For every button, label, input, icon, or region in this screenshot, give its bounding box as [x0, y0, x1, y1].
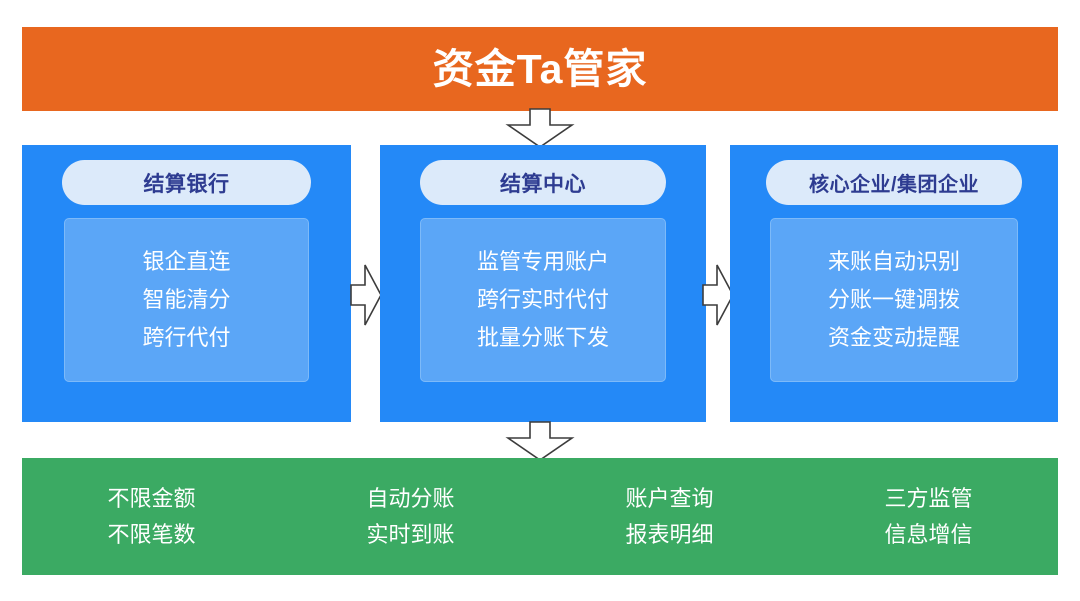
arrow-right-bank-to-center-icon: [350, 262, 382, 328]
column-body-line: 分账一键调拨: [827, 286, 960, 312]
footer-group: 账户查询 报表明细: [540, 485, 799, 547]
column-header-pill: 结算银行: [62, 160, 311, 205]
column-header-pill: 核心企业/集团企业: [766, 160, 1022, 205]
column-body-line: 跨行实时代付: [476, 286, 609, 312]
footer-item: 不限笔数: [107, 521, 196, 547]
column-body-line: 跨行代付: [142, 325, 231, 351]
column-settlement-bank[interactable]: 结算银行 银企直连 智能清分 跨行代付: [22, 145, 351, 422]
footer-group: 自动分账 实时到账: [281, 485, 540, 547]
footer-item: 账户查询: [625, 485, 714, 511]
footer-item: 三方监管: [884, 485, 973, 511]
arrow-right-center-to-enterprise-icon: [702, 262, 734, 328]
column-body-line: 来账自动识别: [827, 248, 960, 274]
arrow-down-banner-to-columns-icon: [503, 108, 577, 148]
footer-item: 报表明细: [625, 521, 714, 547]
footer-group: 不限金额 不限笔数: [22, 485, 281, 547]
column-body-line: 批量分账下发: [476, 325, 609, 351]
footer-item: 实时到账: [366, 521, 455, 547]
column-header-label: 结算银行: [143, 172, 230, 196]
features-footer: 不限金额 不限笔数 自动分账 实时到账 账户查询 报表明细 三方监管 信息增信: [22, 458, 1058, 575]
title-banner: 资金Ta管家: [22, 27, 1058, 111]
column-header-label: 核心企业/集团企业: [808, 174, 980, 196]
column-body-line: 银企直连: [142, 248, 231, 274]
column-body-panel: 来账自动识别 分账一键调拨 资金变动提醒: [770, 218, 1018, 382]
column-body-line: 监管专用账户: [476, 248, 609, 274]
column-settlement-center[interactable]: 结算中心 监管专用账户 跨行实时代付 批量分账下发: [380, 145, 706, 422]
arrow-down-center-to-features-icon: [503, 421, 577, 461]
footer-item: 不限金额: [107, 485, 196, 511]
column-body-line: 资金变动提醒: [827, 325, 960, 351]
footer-group: 三方监管 信息增信: [799, 485, 1058, 547]
column-core-enterprise[interactable]: 核心企业/集团企业 来账自动识别 分账一键调拨 资金变动提醒: [730, 145, 1058, 422]
page-title: 资金Ta管家: [432, 45, 648, 92]
column-body-panel: 银企直连 智能清分 跨行代付: [64, 218, 309, 382]
column-header-label: 结算中心: [500, 172, 586, 196]
column-body-line: 智能清分: [142, 286, 231, 312]
column-header-pill: 结算中心: [420, 160, 666, 205]
footer-item: 自动分账: [366, 485, 455, 511]
column-body-panel: 监管专用账户 跨行实时代付 批量分账下发: [420, 218, 666, 382]
footer-item: 信息增信: [884, 521, 973, 547]
